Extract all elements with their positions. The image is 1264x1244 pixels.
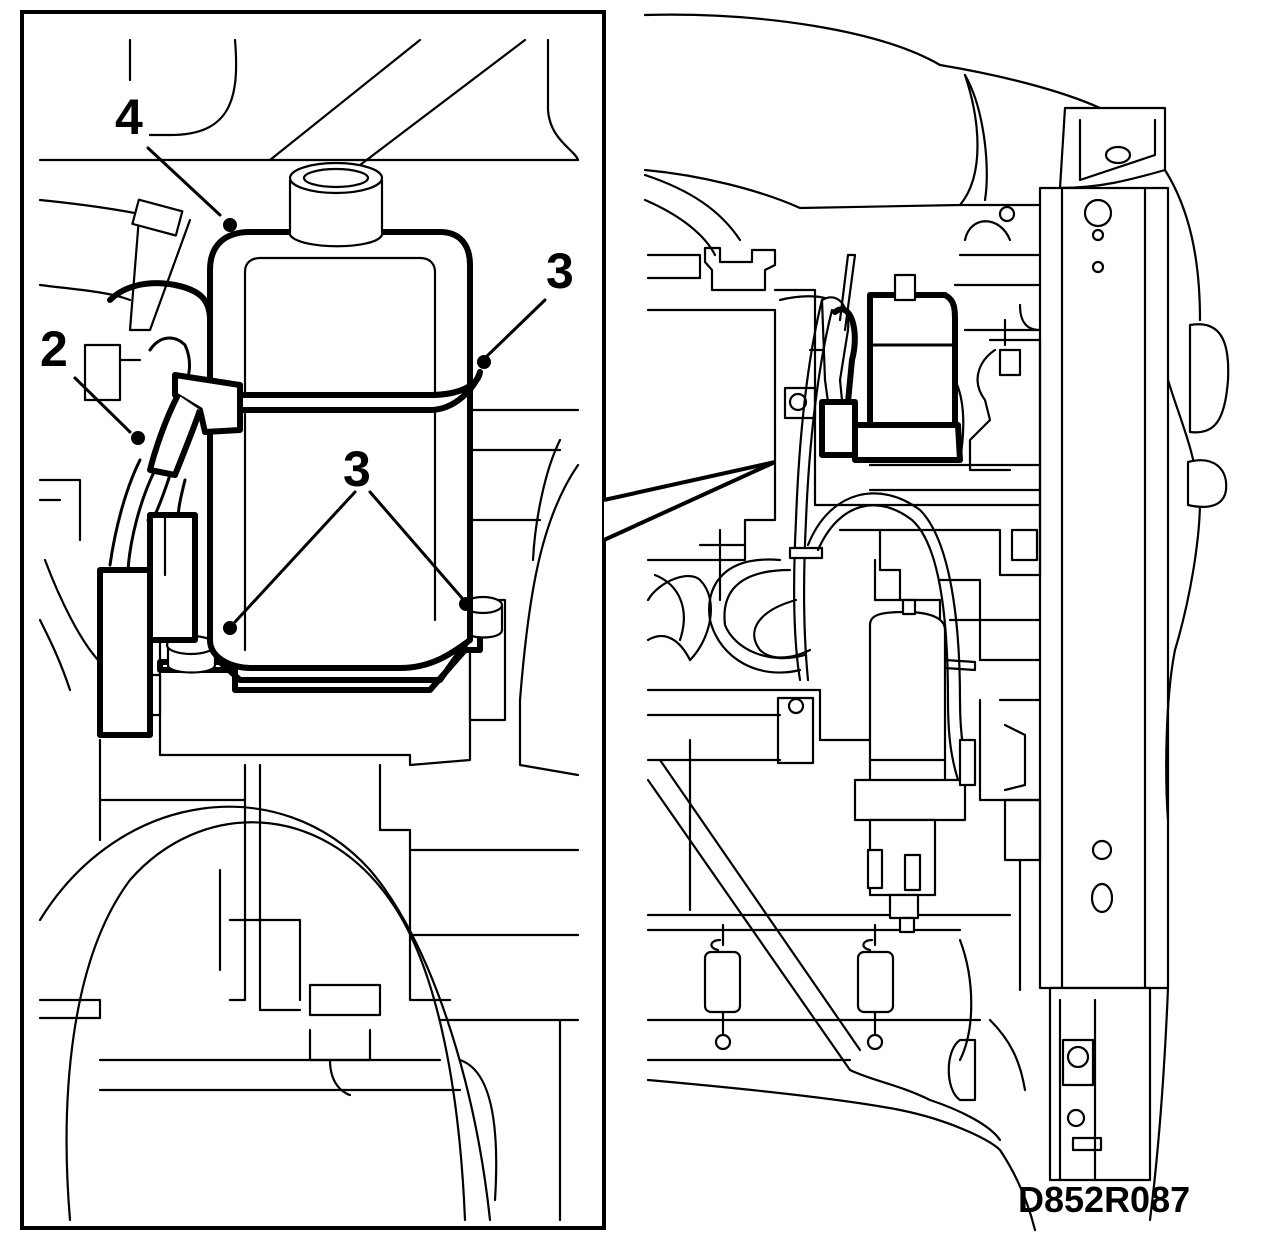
leader-dot-3-strap [477,355,491,369]
coolant-hose [38,805,492,1222]
small-connector [83,343,122,402]
wire-clip [788,546,824,560]
leader-dot-4 [223,218,237,232]
detail-pointer [603,460,776,542]
detail-background-lines [38,38,580,1222]
detail-view: 4 2 3 3 [20,10,606,1230]
engine-bay-lines [646,246,1042,1232]
figure-reference-code: D852R087 [1018,1179,1190,1220]
leader-dot-3-left-bolt [223,621,237,635]
level-sensor-wiring [83,198,243,738]
overview-view [643,13,1230,1232]
frame-rail [1038,106,1202,1222]
callout-label-2: 2 [40,321,68,377]
coolant-reservoir [207,161,483,671]
component-left [703,923,742,1051]
hanging-components [703,923,895,1051]
body-panel [643,13,1102,257]
detail-frame [20,10,606,1230]
leader-dot-2 [131,431,145,445]
bolt-right [462,595,504,639]
callout-label-4: 4 [115,89,143,145]
rail-clips [1186,323,1230,508]
callout-labels: 4 2 3 3 [40,89,574,497]
component-right [856,923,895,1051]
leader-dot-3-right-bolt [459,597,473,611]
overview-wiring [708,492,972,782]
overview-reservoir [788,253,963,682]
callout-leaders [73,146,547,635]
washer-pump [853,598,977,934]
callout-label-3-strap: 3 [546,243,574,299]
filler-neck [288,161,384,248]
cable-tie [131,198,184,237]
retaining-strap [207,369,483,413]
callout-label-3-bolts: 3 [343,441,371,497]
